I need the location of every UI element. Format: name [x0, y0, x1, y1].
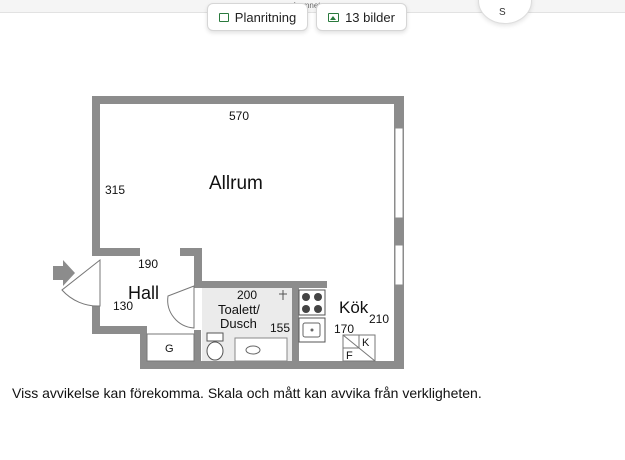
shower-icon — [234, 337, 288, 362]
appliance-f: F — [346, 350, 353, 362]
entry-door — [61, 258, 101, 307]
dimension-200: 200 — [237, 288, 257, 302]
bathroom-door — [167, 285, 195, 329]
wall-left-lower — [92, 306, 100, 334]
window-lower — [394, 244, 404, 286]
stove-icon — [298, 289, 326, 316]
wall-hall-top-right — [180, 248, 202, 256]
wall-bath-left — [194, 248, 202, 286]
dimension-570: 570 — [229, 109, 249, 123]
floorplan-icon — [218, 12, 229, 22]
wall-bath-right — [292, 281, 299, 366]
wall-hall-top-left — [100, 248, 140, 256]
floorplan-button[interactable]: Planritning — [207, 3, 308, 31]
floor-plan: Allrum Hall Toalett/ Dusch Kök 570 315 1… — [53, 96, 404, 369]
windows — [394, 127, 404, 286]
image-icon — [328, 12, 340, 22]
wall-bath-top — [194, 281, 326, 288]
appliance-k: K — [362, 337, 370, 349]
disclaimer-text: Viss avvikelse kan förekomma. Skala och … — [12, 385, 482, 401]
dimension-210: 210 — [369, 312, 389, 326]
browser-bar: hemnet.se — [0, 0, 625, 13]
wall-kitchen-top — [297, 281, 327, 288]
g-cabinet — [146, 333, 195, 362]
window-upper — [394, 127, 404, 219]
floorplan-button-label: Planritning — [234, 9, 297, 25]
url-text: hemnet.se — [293, 1, 332, 10]
toilet-icon — [206, 332, 224, 361]
wall-bottom — [140, 361, 404, 369]
entry-arrow-icon — [53, 260, 75, 286]
wall-g-left — [140, 326, 147, 366]
dimension-190: 190 — [138, 257, 158, 271]
images-button-label: 13 bilder — [345, 9, 395, 25]
dimension-155: 155 — [270, 321, 290, 335]
dimension-315: 315 — [105, 183, 125, 197]
room-label-hall: Hall — [128, 283, 159, 303]
room-label-kitchen: Kök — [339, 298, 369, 317]
room-label-toilet-line1: Toalett/ — [218, 302, 260, 317]
wall-left-upper — [92, 96, 100, 256]
appliance-g: G — [165, 343, 174, 355]
room-label-allrum: Allrum — [209, 173, 263, 194]
shower-head-icon — [279, 290, 287, 300]
walls — [92, 96, 404, 369]
room-label-toilet-line2: Dusch — [220, 316, 257, 331]
share-icon: S — [499, 7, 506, 18]
wall-bath-left-lower — [194, 330, 201, 366]
images-button[interactable]: 13 bilder — [316, 3, 407, 31]
dimension-170: 170 — [334, 322, 354, 336]
sink-icon — [298, 317, 326, 343]
dimension-130: 130 — [113, 299, 133, 313]
wall-top — [92, 96, 404, 104]
wall-lower-left-step — [92, 326, 147, 334]
wall-right — [394, 96, 404, 369]
